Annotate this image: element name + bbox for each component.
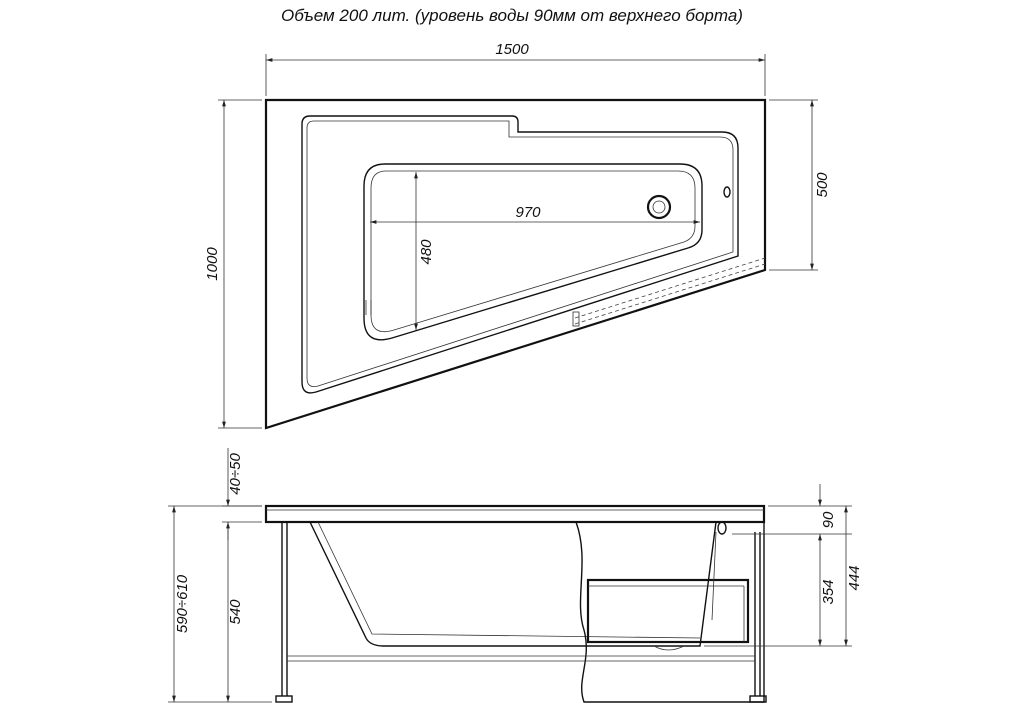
dim-tub-height: 540 <box>227 599 244 625</box>
dim-basin-width: 480 <box>418 239 435 265</box>
dim-depth-inner: 354 <box>820 579 837 604</box>
front-panel-cut <box>575 521 765 703</box>
dim-rim-thickness: 40÷50 <box>227 453 244 495</box>
side-view: 40÷50 590÷610 540 90 354 444 <box>168 448 863 703</box>
drain-icon <box>646 194 672 220</box>
top-view: 1500 1000 500 970 480 <box>204 41 831 430</box>
dim-top-width: 1500 <box>495 41 529 58</box>
dim-right-height: 500 <box>814 172 831 198</box>
dim-basin-length: 970 <box>515 204 541 221</box>
panel-opening <box>586 578 750 644</box>
overflow-icon <box>723 186 731 198</box>
side-tub-body <box>309 521 717 647</box>
side-rim <box>264 504 766 524</box>
top-outline <box>264 98 767 430</box>
drawing-title: Объем 200 лит. (уровень воды 90мм от вер… <box>281 6 743 25</box>
dim-water-level: 90 <box>820 511 837 528</box>
basin-outline <box>363 163 703 341</box>
rim-contour <box>301 115 739 394</box>
dim-depth-total: 444 <box>846 565 863 590</box>
dim-total-height: 590÷610 <box>174 574 191 633</box>
dim-top-height: 1000 <box>204 247 221 281</box>
